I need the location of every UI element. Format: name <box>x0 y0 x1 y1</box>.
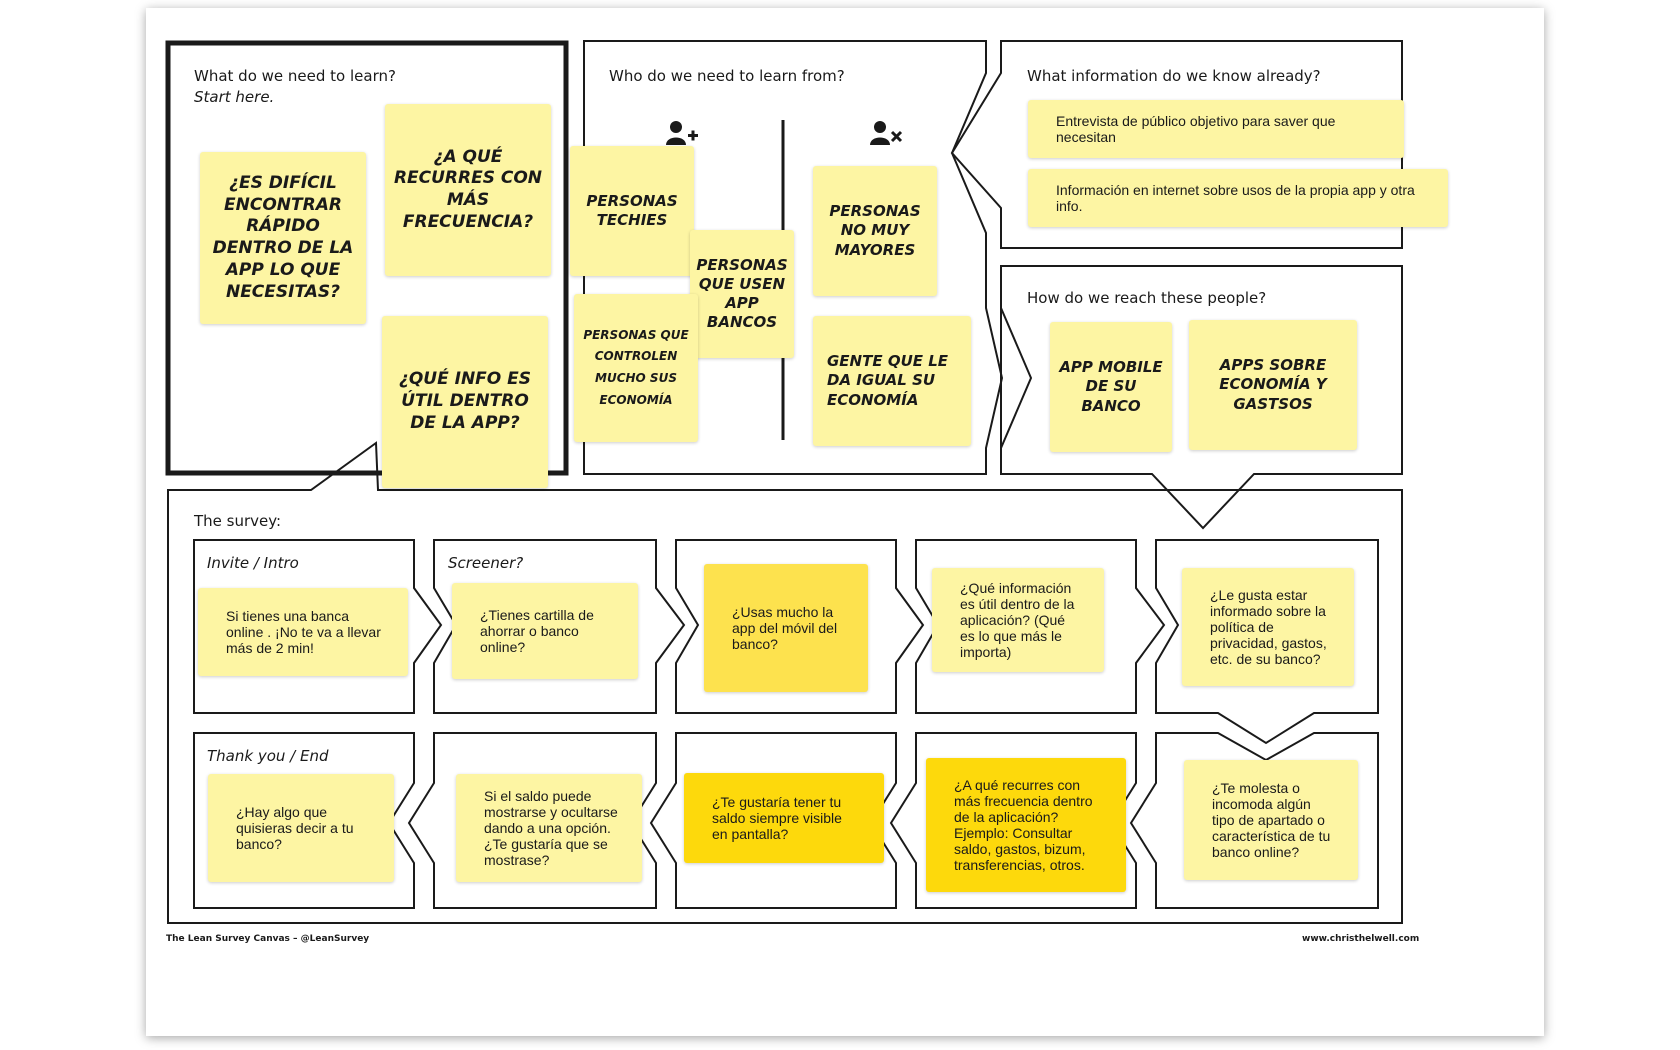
survey-cell-8 <box>649 732 897 909</box>
survey-cell-2 <box>433 539 686 714</box>
lean-survey-canvas: What do we need to learn? Start here. Wh… <box>146 8 1544 1036</box>
learn-note-1: ¿Es difícil encontrar rápido dentro de l… <box>200 152 366 324</box>
cell-invite-label: Invite / Intro <box>207 554 299 572</box>
footer-right: www.christhelwell.com <box>1302 934 1420 944</box>
who-note-1: Personas techies <box>570 146 694 276</box>
survey-note-2: ¿Tienes cartilla de ahorrar o banco onli… <box>452 583 638 679</box>
cell-screener-label: Screener? <box>448 554 524 572</box>
learn-subtitle: Start here. <box>194 88 275 106</box>
reach-title: How do we reach these people? <box>1027 289 1267 307</box>
survey-cell-6 <box>1129 732 1379 909</box>
survey-cell-10 <box>193 732 415 909</box>
survey-cell-5 <box>1155 539 1379 745</box>
learn-title: What do we need to learn? <box>194 67 396 85</box>
know-note-2: Información en internet sobre usos de la… <box>1028 169 1448 227</box>
survey-cell-7 <box>889 732 1137 909</box>
survey-note-3: ¿Usas mucho la app del móvil del banco? <box>704 564 868 692</box>
survey-title: The survey: <box>194 512 282 530</box>
who-note-3: Personas que controlen mucho sus economí… <box>574 294 698 442</box>
survey-cell-1 <box>193 539 443 714</box>
who-title: Who do we need to learn from? <box>609 67 845 85</box>
person-x-icon <box>870 121 903 145</box>
learn-box <box>165 40 569 476</box>
learn-note-3: ¿Qué info es útil dentro de la app? <box>382 316 548 488</box>
survey-box <box>167 441 1403 924</box>
survey-cell-3 <box>675 539 925 714</box>
survey-note-10: ¿Hay algo que quisieras decir a tu banco… <box>208 774 394 882</box>
know-box <box>950 40 1403 249</box>
canvas-frame <box>165 40 1403 924</box>
reach-note-2: Apps sobre economía y gastsos <box>1189 320 1357 450</box>
who-note-4: Personas no muy mayores <box>813 166 937 296</box>
survey-cell-9 <box>407 732 657 909</box>
who-note-5: Gente que le da igual su economía <box>813 316 971 446</box>
who-box <box>583 40 1004 475</box>
survey-note-9: Si el saldo puede mostrarse y ocultarse … <box>456 774 642 882</box>
survey-note-5: ¿Le gusta estar informado sobre la polít… <box>1182 568 1354 686</box>
who-note-2: Personas que usen app bancos <box>690 230 794 358</box>
cell-thanks-label: Thank you / End <box>207 747 329 765</box>
survey-note-8: ¿Te gustaría tener tu saldo siempre visi… <box>684 773 884 863</box>
reach-note-1: App mobile de su banco <box>1050 322 1172 452</box>
survey-note-7: ¿A qué recurres con más frecuencia dentr… <box>926 758 1126 892</box>
learn-note-2: ¿A qué recurres con más frecuencia? <box>385 104 551 276</box>
person-plus-icon <box>666 121 698 145</box>
footer-left: The Lean Survey Canvas – @LeanSurvey <box>166 934 370 944</box>
know-note-1: Entrevista de público objetivo para save… <box>1028 100 1404 158</box>
survey-note-4: ¿Qué información es útil dentro de la ap… <box>932 568 1104 672</box>
survey-note-6: ¿Te molesta o incomoda algún tipo de apa… <box>1184 760 1358 880</box>
survey-cell-4 <box>915 539 1166 714</box>
reach-box <box>1000 265 1403 530</box>
survey-note-1: Si tienes una banca online . ¡No te va a… <box>198 588 408 676</box>
know-title: What information do we know already? <box>1027 67 1321 85</box>
